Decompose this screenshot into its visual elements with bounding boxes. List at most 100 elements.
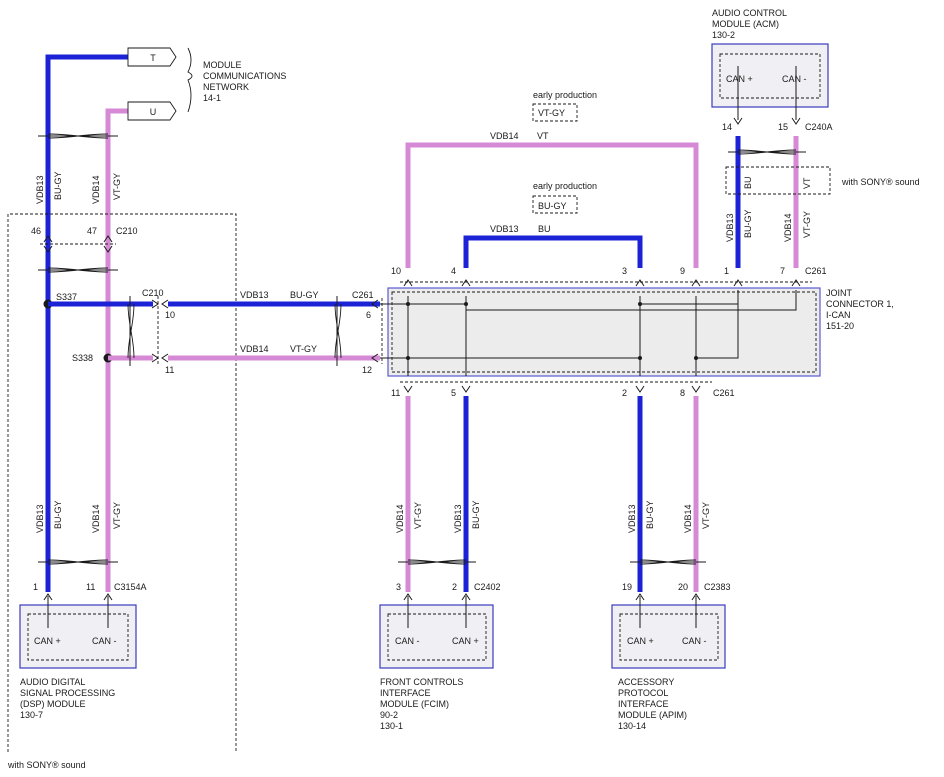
wire-color-vt-gy-upper: VT-GY: [112, 173, 122, 200]
wire-vdb14-to-u: [105, 108, 128, 300]
fcim-connector: C2402: [474, 582, 501, 592]
dsp-title-3: (DSP) MODULE: [20, 699, 86, 709]
pin-47: 47: [87, 226, 97, 236]
joint-bottom-pin-8: 8: [680, 388, 685, 398]
left-upper-twist: [38, 133, 118, 139]
dsp-can-minus: CAN -: [92, 636, 117, 646]
connector-u-label: U: [150, 107, 157, 117]
fcim-wire-vt-gy: VT-GY: [413, 502, 423, 529]
joint-top-pin-1: 1: [724, 266, 729, 276]
connector-u-shape: [127, 101, 177, 121]
joint-bottom-connector: C261: [713, 388, 735, 398]
fcim-module-box: [379, 604, 494, 669]
fcim-can-minus: CAN -: [395, 636, 420, 646]
acm-module: AUDIO CONTROL MODULE (ACM) 130-2 CAN + C…: [711, 8, 920, 268]
dsp-module-box: [19, 604, 137, 669]
wire-label-vdb13-upper: VDB13: [35, 175, 45, 204]
arch-vdb14-label: VDB14: [490, 131, 519, 141]
fcim-wire-vdb14: VDB14: [395, 504, 405, 533]
wire-vdb13-to-t: [45, 54, 128, 290]
acm-can-minus: CAN -: [782, 74, 807, 84]
arch-vdb13-label: VDB13: [490, 224, 519, 234]
acm-wire-vdb14: VDB14: [783, 213, 793, 242]
dsp-title-1: AUDIO DIGITAL: [20, 677, 85, 687]
apim-title-5: 130-14: [618, 721, 646, 731]
splice-s338-label: S338: [72, 353, 93, 363]
fcim-title-2: INTERFACE: [380, 688, 431, 698]
apim-module-box: [611, 604, 726, 669]
sony-box-vt: VT: [802, 177, 812, 189]
wire-color-bu-gy-horiz: BU-GY: [290, 290, 319, 300]
joint-title-2: CONNECTOR 1,: [826, 299, 894, 309]
apim-pin-19: 19: [622, 582, 632, 592]
dsp-title-4: 130-7: [20, 710, 43, 720]
wire-color-bu-gy-upper: BU-GY: [53, 171, 63, 200]
wire-color-vt-gy-lower: VT-GY: [112, 502, 122, 529]
wire-label-vdb14-lower: VDB14: [91, 504, 101, 533]
early-prod-color-1: VT-GY: [538, 108, 565, 118]
acm-pin-15: 15: [778, 122, 788, 132]
pin-10-left: 10: [165, 310, 175, 320]
fcim-wire-bu-gy: BU-GY: [471, 500, 481, 529]
wire-label-vdb14-horiz: VDB14: [240, 344, 269, 354]
wire-label-vdb13-lower: VDB13: [35, 504, 45, 533]
apim-title-1: ACCESSORY: [618, 677, 674, 687]
wire-color-bu-gy-lower: BU-GY: [53, 500, 63, 529]
apim-module: 19 20 C2383 CAN + CAN - ACCESSORY PROTOC…: [611, 582, 731, 731]
dsp-footnote: with SONY® sound: [7, 760, 86, 770]
joint-title-4: 151-20: [826, 321, 854, 331]
joint-bottom-pin-11: 11: [391, 388, 400, 398]
network-connectors: T U MODULE COMMUNICATIONS NETWORK 14-1: [45, 47, 286, 300]
acm-wire-bu-gy: BU-GY: [743, 209, 753, 238]
fcim-pin-3: 3: [396, 582, 401, 592]
arch-bu-label: BU: [538, 224, 551, 234]
connector-t-label: T: [150, 53, 156, 63]
c210-inline-label: C210: [142, 288, 164, 298]
wire-label-vdb14-upper: VDB14: [91, 175, 101, 204]
wire-vdb14-arch: [405, 142, 699, 268]
joint-top-connector: C261: [805, 266, 827, 276]
pin-6-joint: 6: [366, 310, 371, 320]
joint-top-pin-3: 3: [622, 266, 627, 276]
fcim-pin-2: 2: [452, 582, 457, 592]
apim-wire-vdb14: VDB14: [683, 504, 693, 533]
fcim-wire-vdb13: VDB13: [453, 504, 463, 533]
sony-box-bu: BU: [743, 176, 753, 189]
joint-top-pin-7: 7: [780, 266, 785, 276]
acm-pin-14: 14: [722, 122, 732, 132]
joint-bottom-wires: VDB14 VT-GY VDB13 BU-GY VDB13 BU-GY VDB1…: [395, 396, 711, 592]
network-ref-line-3: NETWORK: [203, 82, 249, 92]
acm-can-plus: CAN +: [726, 74, 753, 84]
pin-12-joint: 12: [362, 365, 372, 375]
network-ref-line-2: COMMUNICATIONS: [203, 71, 286, 81]
apim-wire-vt-gy: VT-GY: [701, 502, 711, 529]
pin-46: 46: [31, 226, 41, 236]
horizontal-wires-left: C210 10 11 VDB13 BU-GY VDB14 VT-GY C261 …: [48, 288, 383, 375]
joint-top-pin-9: 9: [680, 266, 685, 276]
joint-top-pins: 10 4 3 9 1 7 C261: [391, 266, 827, 287]
dsp-pin-11: 11: [86, 582, 95, 592]
joint-top-wires: VDB14 VT VDB13 BU early production VT-GY…: [405, 90, 699, 268]
joint-connector: JOINT CONNECTOR 1, I-CAN 151-20: [380, 287, 894, 377]
fcim-title-1: FRONT CONTROLS: [380, 677, 463, 687]
early-prod-label-1: early production: [533, 90, 597, 100]
apim-wire-bu-gy: BU-GY: [645, 500, 655, 529]
dsp-module: 1 11 C3154A CAN + CAN - AUDIO DIGITAL SI…: [7, 582, 147, 770]
dsp-connector: C3154A: [114, 582, 147, 592]
apim-title-4: MODULE (APIM): [618, 710, 687, 720]
connector-t-shape: [127, 47, 177, 67]
acm-module-box: [711, 43, 829, 108]
dsp-can-plus: CAN +: [34, 636, 61, 646]
apim-title-2: PROTOCOL: [618, 688, 668, 698]
dsp-pin-1: 1: [33, 582, 38, 592]
joint-bottom-pin-2: 2: [622, 388, 627, 398]
acm-wire-vt-gy: VT-GY: [802, 211, 812, 238]
early-prod-color-2: BU-GY: [538, 201, 567, 211]
joint-bottom-pin-5: 5: [451, 388, 456, 398]
apim-can-plus: CAN +: [627, 636, 654, 646]
sony-region-outline: [7, 213, 237, 752]
apim-pin-20: 20: [678, 582, 688, 592]
acm-wire-vdb13: VDB13: [725, 213, 735, 242]
wire-label-vdb13-horiz: VDB13: [240, 290, 269, 300]
